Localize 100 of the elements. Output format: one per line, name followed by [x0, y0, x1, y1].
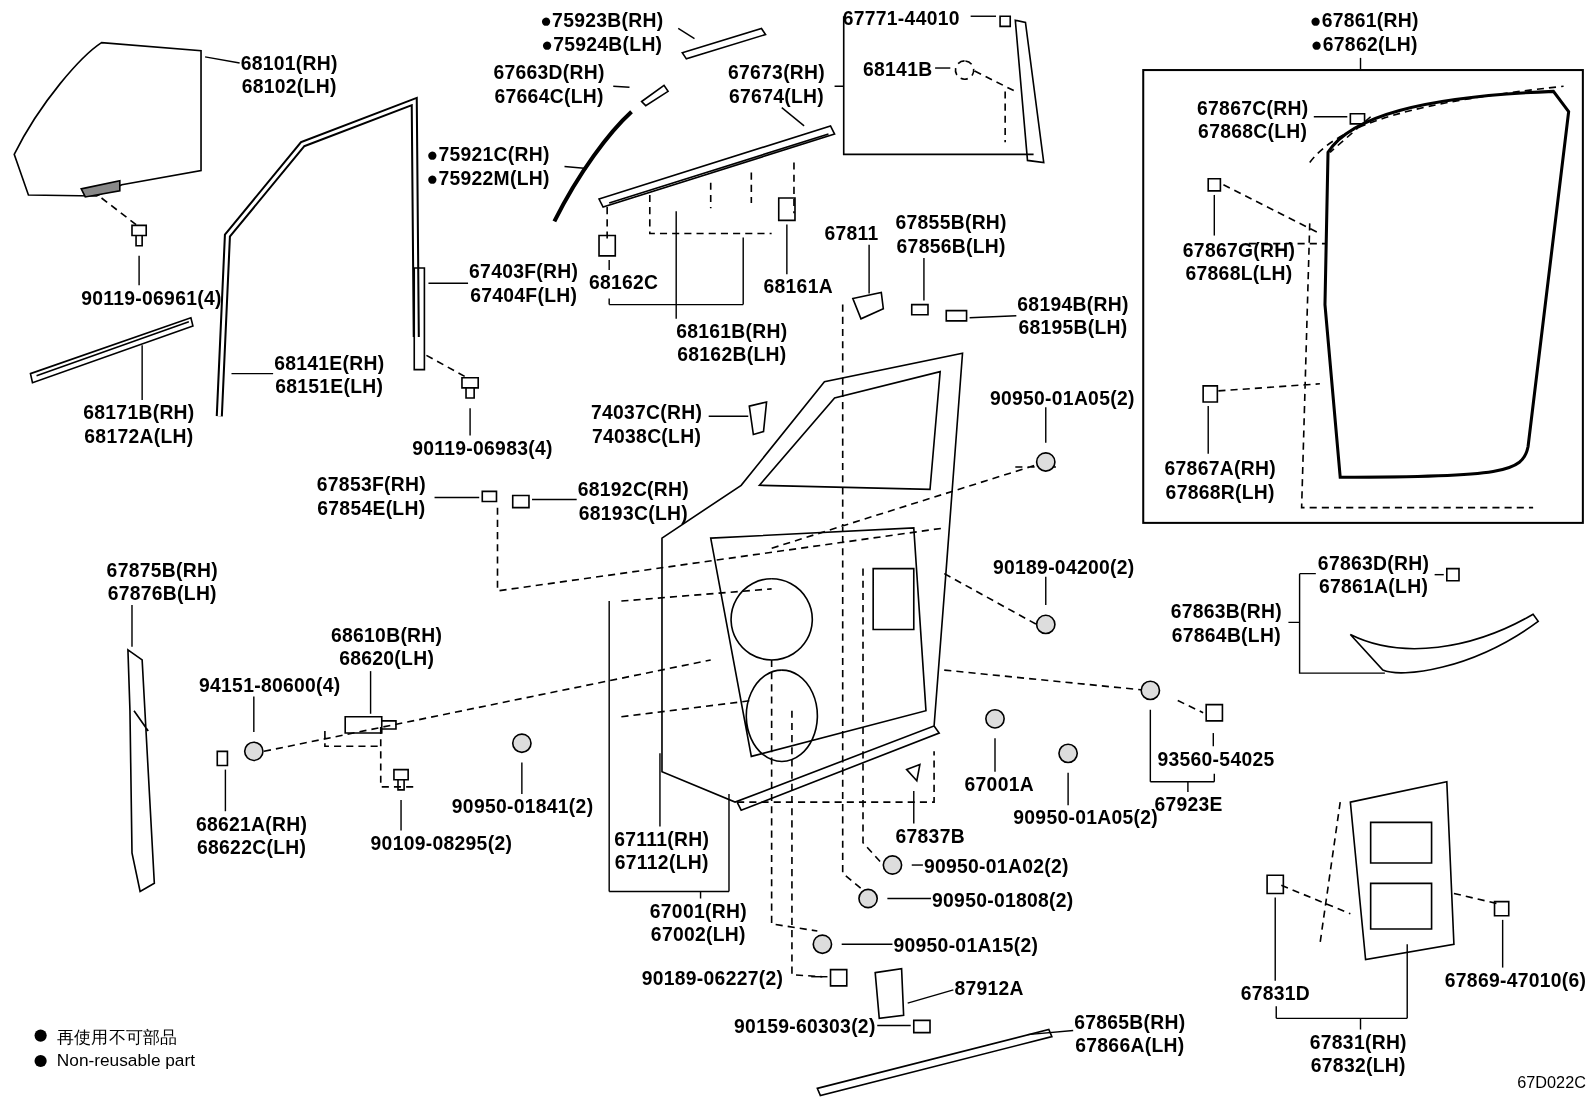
part-number: 87912A: [954, 976, 1024, 1001]
part-number: 68192C(RH) 68193C(LH): [577, 478, 690, 525]
part-number: 67673(RH) 67674(LH): [727, 60, 826, 108]
part-number: 67811: [824, 221, 879, 245]
part-number: 67855B(RH) 67856B(LH): [895, 211, 1007, 258]
leader-line: [400, 799, 402, 832]
leader-line: [427, 282, 469, 284]
part-number: ●75921C(RH) ●75922M(LH): [426, 143, 550, 190]
leader-line: [1045, 576, 1047, 606]
part-number: 67403F(RH) 67404F(LH): [469, 259, 579, 307]
leader-line: [469, 407, 471, 437]
part-number: 68194B(RH) 68195B(LH): [1017, 292, 1129, 340]
group-frame: [1142, 69, 1584, 524]
leader-line: [230, 372, 274, 375]
part-number: 67663D(RH) 67664C(LH): [493, 60, 605, 108]
leader-line: [1433, 573, 1445, 576]
leader-line: [923, 257, 925, 302]
part-number: 67831(RH) 67832(LH): [1309, 1030, 1407, 1078]
part-number: 90950-01A05(2): [989, 386, 1135, 411]
leader-line: [876, 1024, 912, 1027]
part-number: 68161A: [763, 275, 833, 299]
leader-line: [531, 498, 578, 501]
part-number: 68610B(RH) 68620(LH): [331, 623, 443, 671]
leader-line: [1045, 406, 1047, 444]
leader-line: [810, 976, 829, 978]
leader-line: [1213, 194, 1215, 237]
leader-line: [1026, 1029, 1074, 1036]
leader-line: [369, 670, 372, 715]
leader-line: [521, 761, 523, 795]
leader-line: [677, 27, 696, 40]
part-number: 90189-04200(2): [992, 555, 1135, 579]
leader-line: [131, 604, 133, 648]
part-number: 68621A(RH) 68622C(LH): [195, 812, 308, 859]
part-number: 68161B(RH) 68162B(LH): [676, 319, 788, 367]
leader-line: [1149, 709, 1215, 793]
leader-line: [224, 768, 227, 812]
leader-line: [1313, 116, 1348, 118]
leader-line: [934, 67, 952, 69]
leader-line: [1287, 572, 1386, 674]
legend-text: Non-reusable part: [56, 1050, 195, 1072]
leader-line: [906, 989, 955, 1004]
legend-text: 再使用不可部品: [56, 1026, 178, 1049]
part-number: 90950-01A02(2): [923, 854, 1069, 879]
part-number: 67869-47010(6): [1444, 968, 1587, 992]
part-number: 67837B: [895, 824, 965, 848]
leader-line: [433, 496, 480, 499]
part-number: 68141B: [863, 57, 933, 82]
part-number: 68101(RH) 68102(LH): [240, 51, 338, 99]
part-number: 90950-01808(2): [932, 888, 1074, 912]
part-number: 67111(RH) 67112(LH): [614, 827, 710, 875]
part-number: 67863B(RH) 67864B(LH): [1170, 600, 1282, 647]
part-number: 67863D(RH) 67861A(LH): [1317, 551, 1430, 598]
part-number: 67001(RH) 67002(LH): [649, 899, 747, 947]
part-number: 68171B(RH) 68172A(LH): [83, 401, 195, 448]
leader-line: [253, 695, 255, 733]
part-number: 93560-54025: [1157, 747, 1275, 771]
part-number: 67831D: [1240, 981, 1311, 1006]
part-number: 94151-80600(4): [199, 674, 341, 698]
part-number: ●75923B(RH) ●75924B(LH): [540, 9, 664, 56]
part-number: 90159-60303(2): [734, 1014, 876, 1038]
part-number: 90950-01A15(2): [893, 934, 1039, 958]
leader-line: [886, 897, 932, 900]
part-number: 90119-06983(4): [412, 436, 553, 460]
leader-line: [781, 106, 805, 127]
part-number: 74037C(RH) 74038C(LH): [590, 401, 703, 448]
part-number: 67865B(RH) 67866A(LH): [1074, 1010, 1186, 1057]
part-number: 90950-01841(2): [451, 795, 594, 819]
leader-line: [1212, 732, 1214, 747]
leader-line: [138, 255, 140, 286]
leader-line: [1275, 943, 1408, 1031]
leader-line: [608, 259, 610, 271]
leader-line: [659, 752, 661, 828]
leader-line: [608, 600, 730, 900]
leader-line: [1067, 771, 1069, 806]
part-number: 90189-06227(2): [641, 966, 784, 990]
leader-line: [1359, 57, 1362, 70]
part-number: 67867G(RH) 67868L(LH): [1182, 238, 1296, 286]
part-number: 90109-08295(2): [370, 831, 513, 855]
part-number: ●67861(RH) ●67862(LH): [1309, 9, 1419, 56]
leader-line: [1274, 896, 1276, 982]
leader-line: [204, 56, 241, 64]
leader-line: [968, 315, 1018, 319]
leader-line: [911, 864, 924, 866]
part-number: 68162C: [588, 271, 659, 295]
leader-line: [969, 15, 997, 17]
leader-line: [612, 85, 631, 89]
leader-line: [707, 415, 749, 417]
part-number: 68141E(RH) 68151E(LH): [274, 351, 385, 398]
leader-line: [1501, 919, 1504, 969]
leader-line: [868, 244, 870, 295]
part-number: 67875B(RH) 67876B(LH): [106, 558, 218, 606]
leader-line: [563, 165, 588, 170]
figure-code: 67D022C: [1517, 1074, 1586, 1093]
leader-line: [786, 223, 788, 275]
part-number: 67853F(RH) 67854E(LH): [316, 473, 426, 520]
part-number: 90119-06961(4): [81, 286, 222, 310]
leader-line: [913, 790, 915, 825]
leader-line: [1207, 405, 1209, 455]
leader-line: [994, 737, 996, 773]
part-number: 67867A(RH) 67868R(LH): [1164, 456, 1276, 504]
